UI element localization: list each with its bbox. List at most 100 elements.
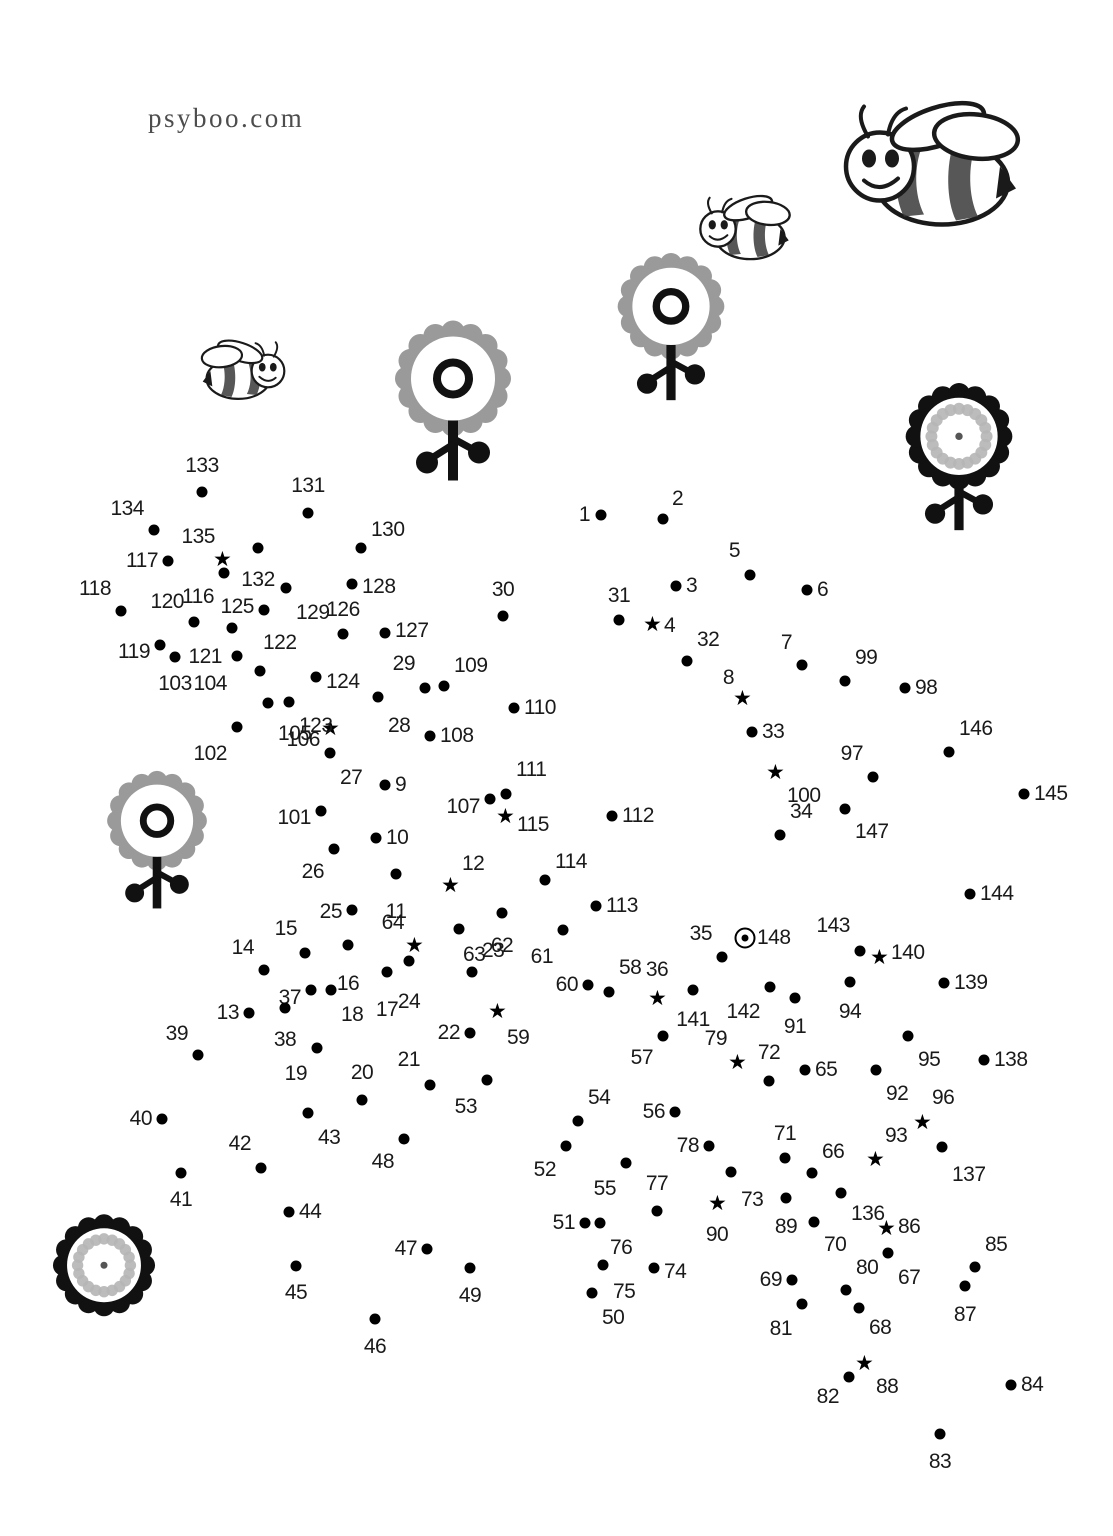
dot-label-49: 49 xyxy=(458,1284,482,1307)
dot-label-50: 50 xyxy=(602,1306,625,1329)
dot-label-46: 46 xyxy=(363,1335,387,1358)
dot-marker-141 xyxy=(687,984,699,996)
dot-label-132: 132 xyxy=(241,568,275,591)
bee-medium-top-middle-icon xyxy=(692,191,796,274)
dot-marker-133 xyxy=(196,486,208,498)
dot-label-134: 134 xyxy=(110,497,144,520)
dot-label-51: 51 xyxy=(552,1211,576,1234)
dot-label-64: 64 xyxy=(381,911,405,934)
dot-marker-118 xyxy=(115,605,127,617)
dot-marker-6 xyxy=(801,584,813,596)
dot-marker-46 xyxy=(369,1313,381,1325)
dot-label-116: 116 xyxy=(182,585,214,608)
dot-marker-98 xyxy=(899,682,911,694)
watermark-text: psyboo.com xyxy=(148,103,305,133)
dot-marker-58 xyxy=(603,986,615,998)
dot-label-60: 60 xyxy=(555,973,579,996)
star-marker-106: ★ xyxy=(321,716,340,740)
dot-marker-34 xyxy=(774,829,786,841)
dot-marker-72 xyxy=(763,1075,775,1087)
dot-marker-116 xyxy=(218,567,230,579)
dot-marker-52 xyxy=(560,1140,572,1152)
dot-label-7: 7 xyxy=(780,631,793,654)
dot-marker-44 xyxy=(283,1206,295,1218)
dot-label-38: 38 xyxy=(273,1028,297,1051)
dot-label-117: 117 xyxy=(126,549,158,572)
dot-marker-30 xyxy=(497,610,509,622)
dot-marker-38 xyxy=(279,1002,291,1014)
dot-marker-42 xyxy=(255,1162,267,1174)
star-marker-64: ★ xyxy=(405,933,424,957)
dot-marker-102 xyxy=(231,721,243,733)
dot-label-122: 122 xyxy=(263,631,297,654)
dot-marker-51 xyxy=(579,1217,591,1229)
dot-marker-107 xyxy=(484,793,496,805)
dot-label-80: 80 xyxy=(856,1256,879,1279)
dot-marker-53 xyxy=(481,1074,493,1086)
dot-label-62: 62 xyxy=(490,934,514,957)
dot-marker-144 xyxy=(964,888,976,900)
star-marker-36: ★ xyxy=(648,986,667,1010)
dot-label-148: 148 xyxy=(757,926,791,949)
dot-label-19: 19 xyxy=(284,1062,308,1085)
dot-label-5: 5 xyxy=(728,539,741,562)
dot-label-44: 44 xyxy=(299,1200,322,1223)
star-marker-86: ★ xyxy=(877,1216,896,1240)
dot-label-25: 25 xyxy=(319,900,343,923)
dot-marker-78 xyxy=(703,1140,715,1152)
dot-label-77: 77 xyxy=(645,1172,669,1195)
dot-label-136: 136 xyxy=(851,1202,885,1225)
dot-label-101: 101 xyxy=(277,806,311,829)
bee-large-top-right-icon xyxy=(830,93,1030,248)
dot-label-55: 55 xyxy=(593,1177,617,1200)
dot-marker-3 xyxy=(670,580,682,592)
dot-marker-92 xyxy=(870,1064,882,1076)
dot-marker-69 xyxy=(786,1274,798,1286)
dot-label-127: 127 xyxy=(395,619,429,642)
dot-label-130: 130 xyxy=(371,518,405,541)
dot-marker-109 xyxy=(438,680,450,692)
dot-label-93: 93 xyxy=(885,1124,908,1147)
dot-label-32: 32 xyxy=(697,628,720,651)
star-marker-140: ★ xyxy=(870,945,889,969)
dot-label-22: 22 xyxy=(437,1021,461,1044)
dot-marker-56 xyxy=(669,1106,681,1118)
dot-label-9: 9 xyxy=(395,773,407,796)
dot-label-42: 42 xyxy=(228,1132,252,1155)
dot-label-140: 140 xyxy=(891,941,925,964)
dot-marker-101 xyxy=(315,805,327,817)
dot-label-27: 27 xyxy=(340,766,363,789)
dot-marker-28 xyxy=(372,691,384,703)
dot-marker-94 xyxy=(844,976,856,988)
star-marker-96: ★ xyxy=(913,1110,932,1134)
dot-label-73: 73 xyxy=(741,1188,764,1211)
dot-label-71: 71 xyxy=(773,1122,797,1145)
dot-marker-77 xyxy=(651,1205,663,1217)
dot-label-57: 57 xyxy=(630,1046,654,1069)
dot-marker-66 xyxy=(806,1167,818,1179)
star-marker-135: ★ xyxy=(213,547,232,571)
dot-label-102: 102 xyxy=(193,742,227,765)
dot-marker-105 xyxy=(262,697,274,709)
dot-label-124: 124 xyxy=(326,670,360,693)
dot-marker-126 xyxy=(337,628,349,640)
dot-label-142: 142 xyxy=(726,1000,760,1023)
dot-label-94: 94 xyxy=(838,1000,862,1023)
dot-marker-89 xyxy=(780,1192,792,1204)
dot-label-8: 8 xyxy=(722,666,735,689)
dot-marker-73 xyxy=(725,1166,737,1178)
dot-label-28: 28 xyxy=(388,714,411,737)
star-marker-90: ★ xyxy=(708,1191,727,1215)
dot-label-76: 76 xyxy=(610,1236,633,1259)
dot-marker-40 xyxy=(156,1113,168,1125)
dot-marker-24 xyxy=(403,955,415,967)
dot-marker-97 xyxy=(867,771,879,783)
dot-marker-129 xyxy=(280,582,292,594)
dot-label-84: 84 xyxy=(1021,1373,1044,1396)
dot-marker-35 xyxy=(716,951,728,963)
dot-marker-136 xyxy=(835,1187,847,1199)
dot-label-126: 126 xyxy=(326,598,360,621)
dot-marker-11 xyxy=(390,868,402,880)
flower-light-top-right-icon xyxy=(611,249,731,410)
